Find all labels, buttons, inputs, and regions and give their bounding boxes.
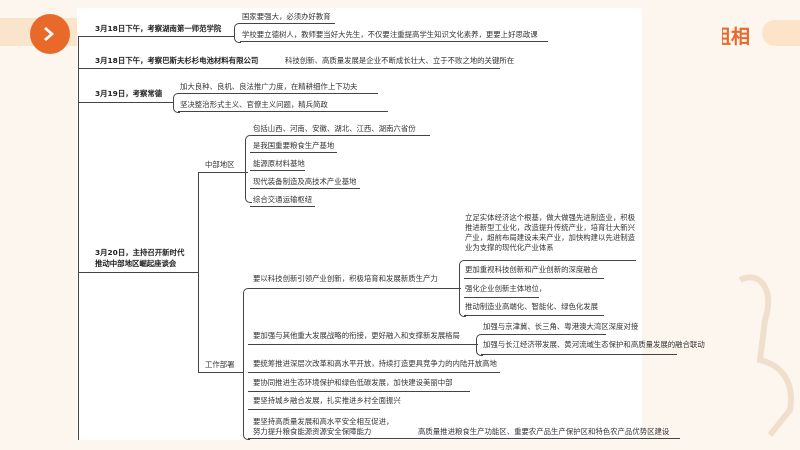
connector	[178, 111, 388, 113]
connector	[464, 260, 636, 262]
connector	[248, 372, 500, 374]
connector	[248, 391, 470, 393]
work-item-line2[interactable]: 努力提升粮食能源资源安全保障能力	[253, 427, 372, 436]
connector	[198, 172, 248, 174]
leaf-text[interactable]: 立足实体经济这个根基，做大做强先进制造业，积极推进新型工业化，改造提升传统产业，…	[465, 213, 635, 252]
leaf-text[interactable]: 加强与京津冀、长三角、粤港澳大湾区深度对接	[483, 322, 639, 331]
leaf-text[interactable]: 包括山西、河南、安徽、湖北、江西、湖南六省份	[253, 124, 416, 133]
connector	[240, 41, 548, 43]
header-pill	[762, 20, 800, 46]
connector	[78, 68, 300, 70]
leaf-text[interactable]: 高质量推进粮食生产功能区、重要农产品生产保护区和特色农产品优势区建设	[418, 427, 670, 436]
connector	[78, 272, 198, 274]
bracket	[245, 135, 252, 203]
branch-spine	[198, 172, 200, 372]
connector	[250, 152, 337, 154]
work-item[interactable]: 要协同推进生态环境保护和绿色低碳发展，加快建设美丽中部	[253, 378, 453, 387]
bracket	[243, 288, 250, 440]
bracket	[476, 334, 483, 356]
root-spine	[78, 36, 80, 440]
connector	[78, 36, 235, 38]
leaf-text[interactable]: 加强与长江经济带发展、黄河流域生态保护和高质量发展的融合联动	[483, 340, 705, 349]
connector	[250, 188, 360, 190]
connector	[464, 297, 539, 299]
leaf-text[interactable]: 更加重视科技创新和产业创新的深度融合	[465, 265, 599, 274]
connector	[78, 102, 173, 104]
connector	[248, 438, 680, 440]
connector	[248, 409, 380, 411]
leaf-text[interactable]: 加大良种、良机、良法推广力度，在精耕细作上下功夫	[180, 82, 358, 91]
central-region-label[interactable]: 中部地区	[205, 160, 235, 169]
connector	[481, 334, 606, 336]
leaf-text[interactable]: 现代装备制造及高技术产业基地	[253, 177, 357, 186]
bracket	[234, 23, 241, 43]
connector	[250, 206, 315, 208]
mindmap-canvas	[77, 8, 642, 440]
bracket	[173, 93, 180, 113]
leaf-text[interactable]: 强化企业创新主体地位，	[465, 284, 547, 293]
leaf-text[interactable]: 能源原材料基地	[253, 159, 305, 168]
leaf-text[interactable]: 科技创新、高质量发展是企业不断成长壮大、立于不败之地的关键所在	[285, 56, 515, 65]
node-label-line2[interactable]: 推动中部地区崛起座谈会	[95, 259, 177, 268]
node-label[interactable]: 3月18日下午，考察巴斯夫杉杉电池材料有限公司	[95, 56, 259, 65]
leaf-text[interactable]: 坚决整治形式主义、官僚主义问题，精兵简政	[180, 100, 328, 109]
node-label[interactable]: 3月19日，考察常德	[95, 89, 163, 98]
bracket	[459, 260, 466, 317]
node-label-line1[interactable]: 3月20日，主持召开新时代	[95, 248, 185, 257]
connector	[248, 288, 461, 290]
work-item[interactable]: 要坚持城乡融合发展，扎实推进乡村全面振兴	[253, 396, 401, 405]
leaf-text[interactable]: 国家要强大，必须办好教育	[242, 12, 331, 21]
next-slide-button[interactable]	[30, 14, 70, 54]
leaf-text[interactable]: 学校要立德树人，教师要当好大先生，不仅要注重提高学生知识文化素养，更要上好思政课	[242, 30, 538, 39]
connector	[178, 93, 378, 95]
work-item[interactable]: 要以科技创新引领产业创新，积极培育和发展新质生产力	[253, 274, 438, 283]
leaf-text[interactable]: 是我国重要粮食生产基地	[253, 141, 335, 150]
connector	[464, 315, 604, 317]
decorative-hand-illustration	[738, 274, 794, 437]
work-plan-label[interactable]: 工作部署	[205, 360, 235, 369]
leaf-text[interactable]: 综合交通运输枢纽	[253, 195, 313, 204]
connector	[464, 278, 604, 280]
brand-title: 组相	[722, 26, 750, 48]
leaf-text[interactable]: 推动制造业高端化、智能化、绿色化发展	[465, 302, 599, 311]
connector	[198, 372, 244, 374]
work-item[interactable]: 要统筹推进深层次改革和高水平开放，持续打造更具竞争力的内陆开放高地	[253, 359, 497, 368]
node-label[interactable]: 3月18日下午，考察湖南第一师范学院	[95, 24, 222, 33]
connector	[481, 354, 677, 356]
connector	[248, 344, 478, 346]
connector	[240, 23, 335, 25]
work-item-line1[interactable]: 要坚持高质量发展和高水平安全相互促进，	[253, 417, 394, 426]
work-item[interactable]: 要加强与其他重大发展战略的衔接，更好融入和支撑新发展格局	[253, 331, 460, 340]
connector	[250, 170, 305, 172]
connector	[250, 135, 430, 137]
chevron-right-icon	[44, 27, 54, 41]
connector	[260, 68, 500, 70]
